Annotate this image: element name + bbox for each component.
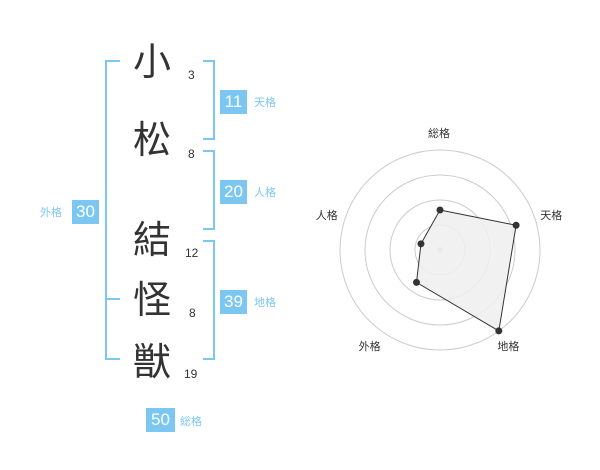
name-char-1: 小 (132, 40, 171, 84)
radar-point-3 (495, 327, 503, 335)
name-char-4: 怪 (132, 278, 171, 322)
bracket-tenkaku-bottom (203, 138, 215, 140)
stroke-count-2: 8 (188, 147, 195, 161)
stroke-count-5: 19 (184, 367, 198, 381)
stroke-count-3: 12 (185, 246, 199, 260)
radar-ring-4 (339, 149, 541, 351)
stroke-count-4: 8 (189, 306, 196, 320)
gaikaku-label: 外格 (40, 206, 62, 219)
bracket-jinkaku-top (203, 150, 215, 152)
bracket-outer-mid (105, 298, 120, 300)
jinkaku-badge: 20 (220, 180, 247, 204)
bracket-chikaku-vertical (213, 240, 215, 360)
radar-point-4 (412, 278, 420, 286)
radar-area (415, 209, 517, 332)
tenkaku-label: 天格 (254, 96, 276, 109)
soukaku-label: 総格 (180, 415, 202, 428)
jinkaku-label: 人格 (254, 186, 276, 199)
bracket-jinkaku-vertical (213, 150, 215, 230)
soukaku-badge: 50 (146, 408, 175, 432)
bracket-jinkaku-bottom (203, 228, 215, 230)
radar-axis-label-4: 外格 (358, 340, 381, 354)
bracket-tenkaku-vertical (213, 60, 215, 140)
radar-axis-label-2: 天格 (540, 208, 563, 222)
name-char-3: 結 (132, 218, 171, 262)
radar-axis-label-3: 地格 (497, 340, 520, 354)
bracket-outer-vertical (105, 60, 107, 360)
bracket-outer-top (105, 60, 120, 62)
radar-point-5 (417, 240, 425, 248)
radar-ring-3 (364, 174, 516, 326)
name-char-2: 松 (132, 118, 171, 162)
radar-axis-label-5: 人格 (315, 208, 338, 222)
bracket-chikaku-bottom (203, 358, 215, 360)
bracket-chikaku-top (203, 240, 215, 242)
chikaku-badge: 39 (220, 290, 247, 314)
gaikaku-badge: 30 (72, 200, 99, 224)
radar-point-2 (512, 221, 520, 229)
bracket-tenkaku-top (203, 60, 215, 62)
tenkaku-badge: 11 (220, 90, 247, 114)
stroke-count-1: 3 (188, 68, 195, 82)
name-char-5: 獣 (132, 340, 171, 384)
radar-point-1 (436, 206, 444, 214)
bracket-outer-bottom (105, 358, 120, 360)
chikaku-label: 地格 (254, 296, 276, 309)
radar-axis-label-1: 総格 (428, 127, 450, 140)
